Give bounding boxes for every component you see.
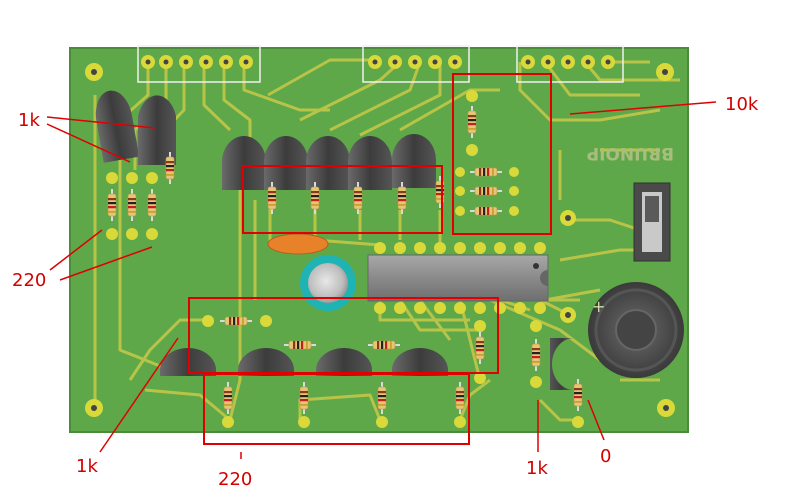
slide-switch xyxy=(633,182,671,262)
ceramic-capacitor xyxy=(267,233,329,255)
annotation-boxes xyxy=(188,73,552,445)
transistor-row-top xyxy=(222,134,436,190)
annotation-leaders xyxy=(46,101,717,459)
electrolytic-capacitor xyxy=(300,255,356,311)
connector-middle xyxy=(362,45,470,83)
label-220-left: 220 xyxy=(12,270,46,291)
connector-right xyxy=(516,45,624,83)
ic-chip xyxy=(367,242,549,314)
label-1k-bottom-right: 1k xyxy=(526,458,548,479)
pads-top-left xyxy=(106,172,158,240)
label-0: 0 xyxy=(600,446,611,467)
transistor-group-top-left xyxy=(95,90,176,165)
pads-10k xyxy=(455,90,519,216)
label-1k-bottom-left: 1k xyxy=(76,456,98,477)
silkscreen-text: BRUNOIP xyxy=(587,143,674,163)
connector-left xyxy=(137,45,261,83)
label-1k-top: 1k xyxy=(18,110,40,131)
annotation-box-top-resistors xyxy=(242,165,443,234)
speaker: + xyxy=(588,282,684,378)
label-220-bottom: 220 xyxy=(218,469,252,490)
svg-text:+: + xyxy=(592,297,605,316)
label-10k: 10k xyxy=(725,94,759,115)
transistor-row-bottom xyxy=(160,338,574,390)
annotation-box-10k xyxy=(452,73,552,235)
mounting-holes xyxy=(85,63,675,417)
pads-bottom xyxy=(202,315,584,428)
annotation-box-220-bottom xyxy=(203,373,470,445)
